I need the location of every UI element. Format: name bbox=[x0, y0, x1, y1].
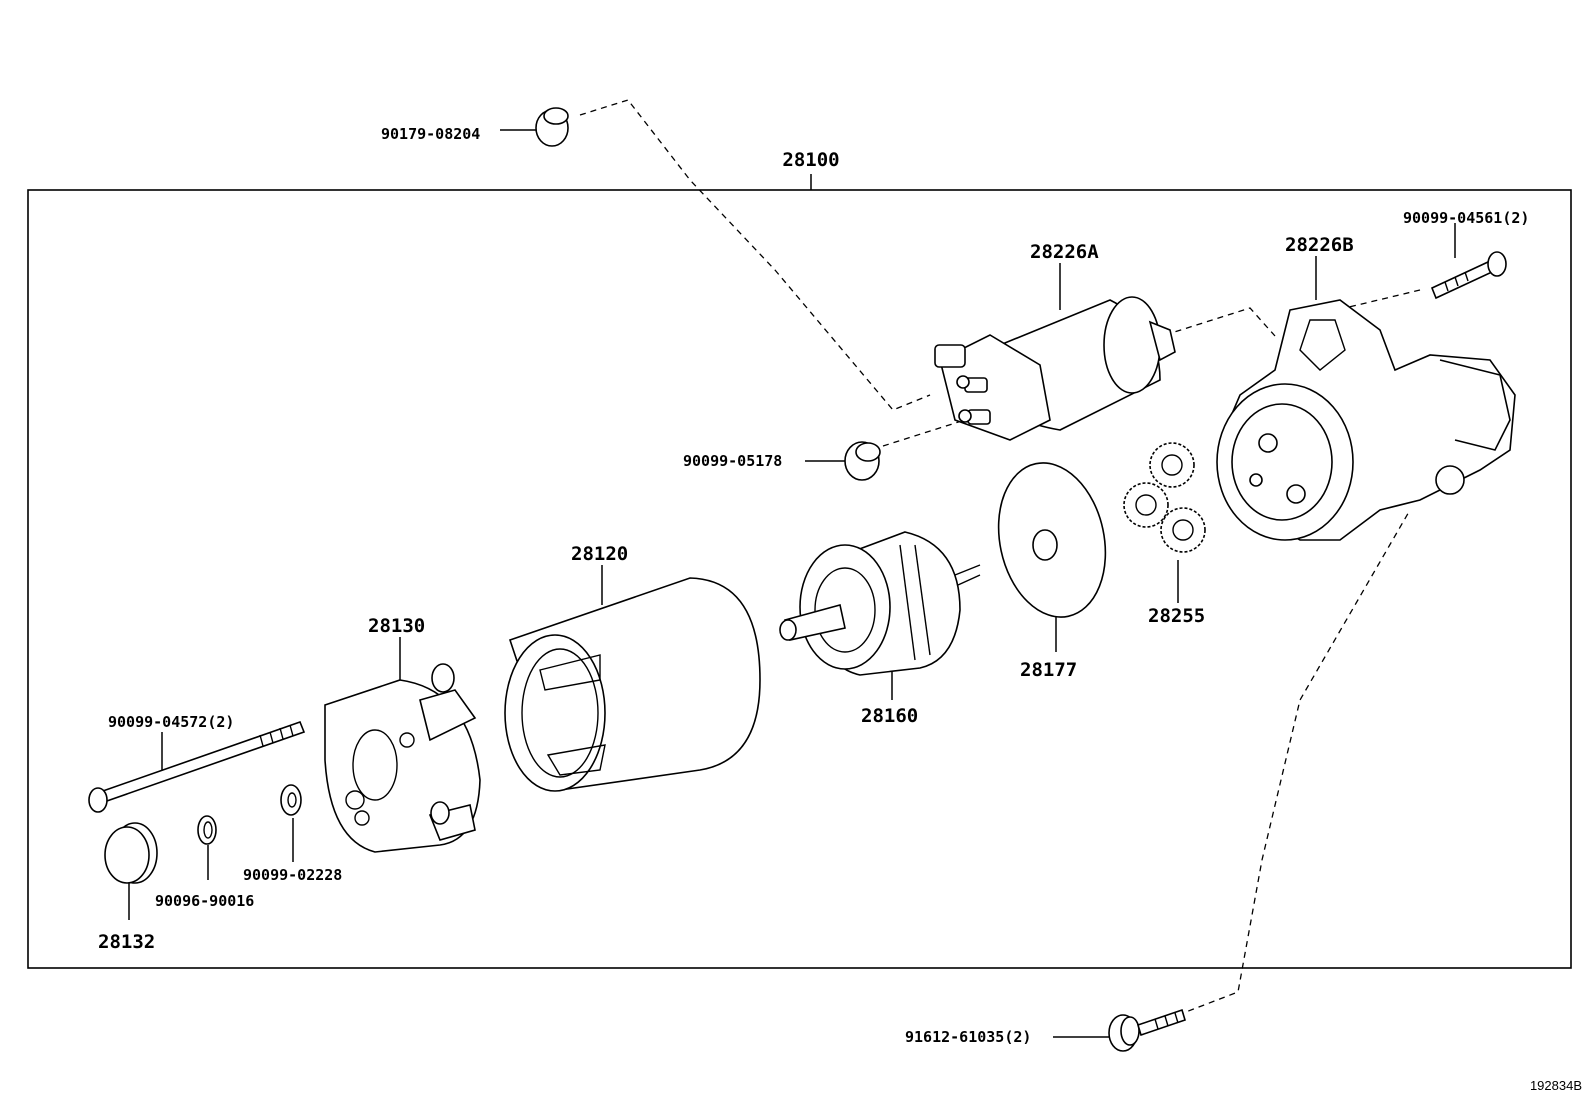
yoke-28120[interactable]: 28120 bbox=[504, 543, 761, 792]
plug-90179-08204[interactable]: 90179-08204 bbox=[381, 107, 569, 147]
bolt-90099-04561[interactable]: 90099-04561(2) bbox=[1403, 209, 1529, 300]
boot-90099-05178[interactable]: 90099-05178 bbox=[683, 441, 881, 481]
flange-bolt-91612-61035[interactable]: 91612-61035(2) bbox=[905, 1008, 1186, 1052]
label-90099-05178: 90099-05178 bbox=[683, 452, 782, 470]
label-28132: 28132 bbox=[98, 931, 155, 953]
label-91612-61035: 91612-61035(2) bbox=[905, 1028, 1031, 1046]
label-28226B: 28226B bbox=[1285, 234, 1354, 256]
gears-28255[interactable]: 28255 bbox=[1123, 442, 1206, 627]
through-bolt-90099-04572[interactable]: 90099-04572(2) bbox=[88, 713, 306, 813]
label-90099-02228: 90099-02228 bbox=[243, 866, 342, 884]
label-90179-08204: 90179-08204 bbox=[381, 125, 480, 143]
label-28255: 28255 bbox=[1148, 605, 1205, 627]
label-90099-04561: 90099-04561(2) bbox=[1403, 209, 1529, 227]
assembly-label[interactable]: 28100 bbox=[782, 149, 839, 171]
guide-line-solenoid bbox=[1164, 307, 1276, 337]
end-frame-28130[interactable]: 28130 bbox=[324, 615, 481, 853]
plate-28177[interactable]: 28177 bbox=[985, 453, 1119, 681]
label-28120: 28120 bbox=[571, 543, 628, 565]
label-90099-04572: 90099-04572(2) bbox=[108, 713, 234, 731]
housing-28226B[interactable]: 28226B bbox=[1216, 234, 1516, 541]
guide-line-plug bbox=[579, 99, 931, 411]
label-90096-90016: 90096-90016 bbox=[155, 892, 254, 910]
label-28177: 28177 bbox=[1020, 659, 1077, 681]
cap-28132[interactable]: 28132 bbox=[98, 822, 158, 953]
label-28130: 28130 bbox=[368, 615, 425, 637]
guide-line-flange-bolt bbox=[1177, 509, 1411, 1016]
assembly-frame bbox=[27, 189, 1572, 969]
figure-id: 192834B bbox=[1530, 1078, 1582, 1093]
solenoid-28226A[interactable]: 28226A bbox=[934, 241, 1176, 441]
armature-28160[interactable]: 28160 bbox=[779, 531, 981, 727]
label-28226A: 28226A bbox=[1030, 241, 1099, 263]
washer-90099-02228[interactable]: 90099-02228 bbox=[243, 784, 342, 884]
clip-90096-90016[interactable]: 90096-90016 bbox=[155, 815, 254, 910]
label-28160: 28160 bbox=[861, 705, 918, 727]
